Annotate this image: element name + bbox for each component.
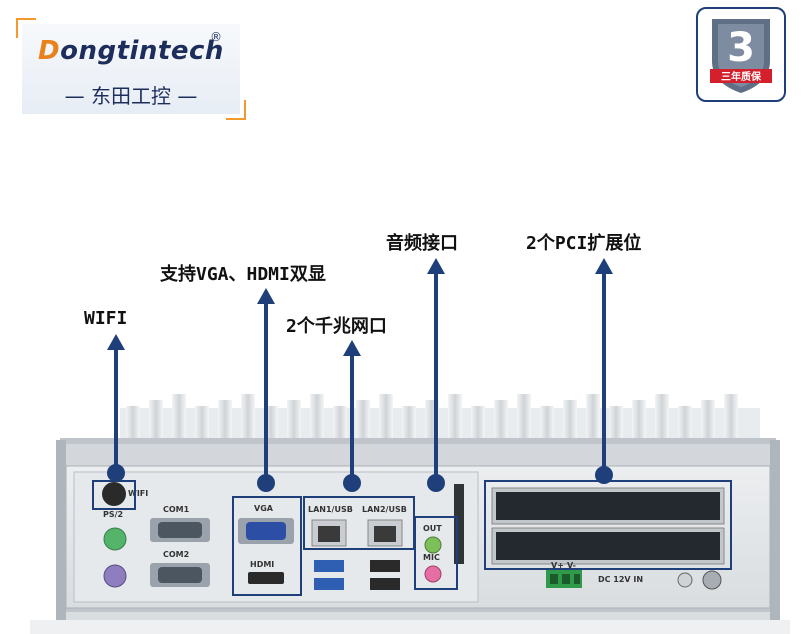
audio-out-jack	[424, 536, 442, 554]
callout-dot	[107, 464, 125, 482]
warranty-badge: 3 三年质保	[696, 7, 786, 102]
arrow-lan	[350, 352, 354, 486]
callout-dot	[595, 466, 613, 484]
arrow-head-icon	[257, 288, 275, 304]
com2-port	[150, 563, 210, 587]
brand-logo: Dongtintech ® — 东田工控 —	[16, 18, 246, 120]
heatsink-fin	[149, 400, 163, 440]
callout-dot	[427, 474, 445, 492]
heatsink-fin	[632, 400, 646, 440]
callout-dot	[343, 474, 361, 492]
lan1-port	[311, 519, 347, 547]
heatsink-fin	[701, 400, 715, 440]
logo-subtitle: — 东田工控 —	[64, 84, 198, 108]
heatsink-fin	[195, 406, 209, 440]
panel-label-mic: MIC	[423, 553, 440, 562]
panel-label-out: OUT	[423, 524, 442, 533]
heatsink-fin	[517, 394, 531, 440]
callout-dot	[257, 474, 275, 492]
panel-label-ps2: PS/2	[103, 510, 124, 519]
heatsink-fin	[287, 400, 301, 440]
arrow-vga-hdmi	[264, 300, 268, 486]
heatsink-fin	[310, 394, 324, 440]
panel-label-com2: COM2	[163, 550, 190, 559]
warranty-digit: 3	[727, 25, 755, 71]
pci-slot-2	[491, 527, 725, 565]
heatsink-fin	[586, 394, 600, 440]
heatsink-fin	[126, 406, 140, 440]
panel-label-lan2: LAN2/USB	[362, 505, 407, 514]
heatsink-fin	[172, 394, 186, 440]
com1-port	[150, 518, 210, 542]
heatsink-fin	[563, 400, 577, 440]
usb-ports	[314, 560, 400, 590]
highlight-wifi	[92, 480, 136, 510]
heatsink-fin	[402, 406, 416, 440]
heatsink-fin	[540, 406, 554, 440]
heatsink-fin	[655, 394, 669, 440]
arrow-head-icon	[343, 340, 361, 356]
callout-audio: 音频接口	[386, 233, 458, 254]
panel-label-vga: VGA	[254, 504, 273, 513]
highlight-pci	[484, 480, 732, 570]
highlight-video	[232, 496, 302, 596]
arrow-head-icon	[427, 258, 445, 274]
logo-corner	[226, 100, 246, 120]
panel-label-vplus: V+	[551, 561, 564, 570]
callout-pci: 2个PCI扩展位	[526, 233, 642, 254]
audio-mic-jack	[424, 565, 442, 583]
vga-port	[238, 518, 294, 544]
panel-label-com1: COM1	[163, 505, 190, 514]
pci-slot-1	[491, 487, 725, 525]
heatsink-fin	[678, 406, 692, 440]
panel-label-lan1: LAN1/USB	[308, 505, 353, 514]
heatsink-fin	[333, 406, 347, 440]
wifi-antenna-port	[102, 482, 126, 506]
arrow-wifi	[114, 346, 118, 478]
arrow-head-icon	[107, 334, 125, 350]
hdmi-port	[248, 572, 284, 584]
arrow-head-icon	[595, 258, 613, 274]
logo-corner	[16, 18, 36, 38]
heatsink-fin	[379, 394, 393, 440]
dc-power-terminal	[546, 570, 582, 588]
callout-vga-hdmi: 支持VGA、HDMI双显	[160, 264, 326, 285]
heatsink-fin	[241, 394, 255, 440]
highlight-audio	[414, 516, 458, 590]
panel-label-vminus: V-	[567, 561, 576, 570]
panel-label-hdmi: HDMI	[250, 560, 275, 569]
lan2-port	[367, 519, 403, 547]
arrow-pci	[602, 270, 606, 480]
heatsink-fin	[724, 394, 738, 440]
warranty-text: 三年质保	[721, 70, 762, 83]
logo-brand: Dongtintech	[38, 36, 224, 66]
arrow-audio	[434, 270, 438, 486]
heatsink-fin	[471, 406, 485, 440]
callout-wifi: WIFI	[84, 308, 128, 329]
heatsink-fin	[609, 406, 623, 440]
panel-label-wifi: WIFI	[128, 489, 149, 498]
warranty-shield-icon: 3 三年质保	[710, 19, 772, 93]
highlight-lan	[303, 496, 415, 550]
ps2-keyboard-port	[103, 564, 127, 588]
ps2-mouse-port	[103, 527, 127, 551]
registered-mark: ®	[210, 30, 222, 44]
heatsink-fin	[218, 400, 232, 440]
heatsink-fin	[356, 400, 370, 440]
panel-label-dc: DC 12V IN	[598, 575, 644, 584]
heatsink-fin	[494, 400, 508, 440]
callout-lan: 2个千兆网口	[286, 316, 387, 337]
heatsink-fin	[448, 394, 462, 440]
